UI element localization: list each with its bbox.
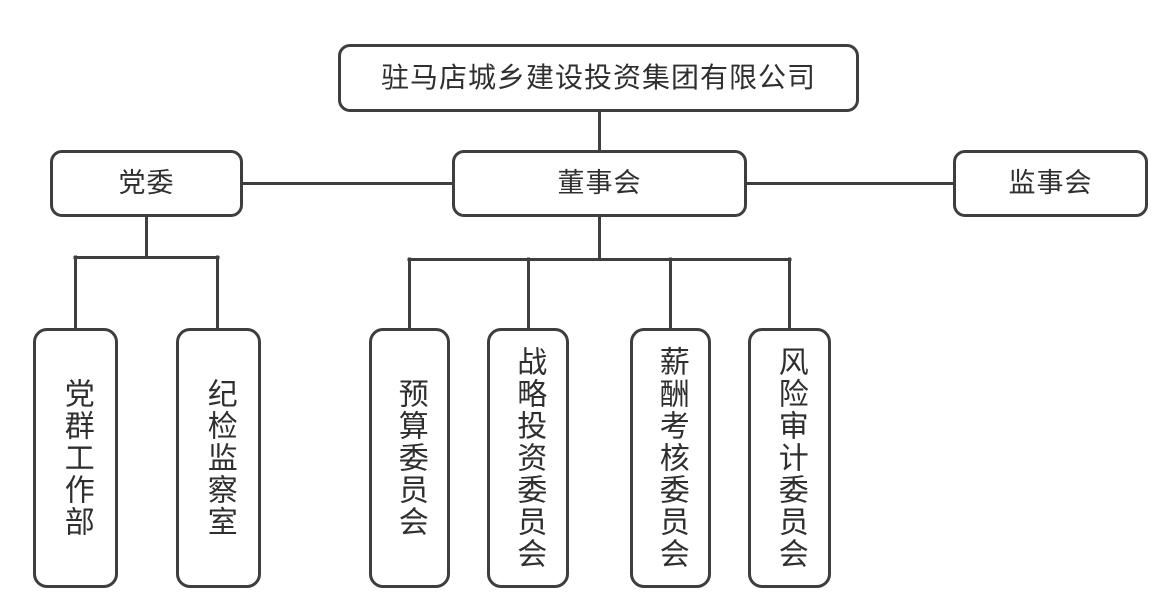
node-discipline-inspection-office[interactable]: 纪检监察室 bbox=[176, 328, 261, 588]
node-party-mass-work-dept-label: 党群工作部 bbox=[58, 378, 94, 538]
node-board-of-supervisors[interactable]: 监事会 bbox=[953, 150, 1148, 217]
node-board-of-directors[interactable]: 董事会 bbox=[452, 150, 747, 217]
node-party-mass-work-dept[interactable]: 党群工作部 bbox=[33, 328, 118, 588]
node-root[interactable]: 驻马店城乡建设投资集团有限公司 bbox=[338, 44, 859, 112]
node-board-of-directors-label: 董事会 bbox=[557, 167, 642, 199]
node-party-committee-label: 党委 bbox=[118, 167, 175, 199]
node-remuneration-appraisal-committee[interactable]: 薪酬考核委员会 bbox=[630, 328, 711, 588]
node-risk-audit-committee-label: 风险审计委员会 bbox=[772, 346, 808, 570]
node-discipline-inspection-office-label: 纪检监察室 bbox=[201, 378, 237, 538]
node-budget-committee-label: 预算委员会 bbox=[392, 378, 428, 538]
node-strategy-investment-committee-label: 战略投资委员会 bbox=[511, 346, 547, 570]
node-remuneration-appraisal-committee-label: 薪酬考核委员会 bbox=[653, 346, 689, 570]
node-strategy-investment-committee[interactable]: 战略投资委员会 bbox=[487, 328, 569, 588]
node-board-of-supervisors-label: 监事会 bbox=[1008, 167, 1093, 199]
node-party-committee[interactable]: 党委 bbox=[50, 150, 243, 217]
node-budget-committee[interactable]: 预算委员会 bbox=[369, 328, 450, 588]
node-root-label: 驻马店城乡建设投资集团有限公司 bbox=[380, 60, 816, 94]
node-risk-audit-committee[interactable]: 风险审计委员会 bbox=[748, 328, 831, 588]
